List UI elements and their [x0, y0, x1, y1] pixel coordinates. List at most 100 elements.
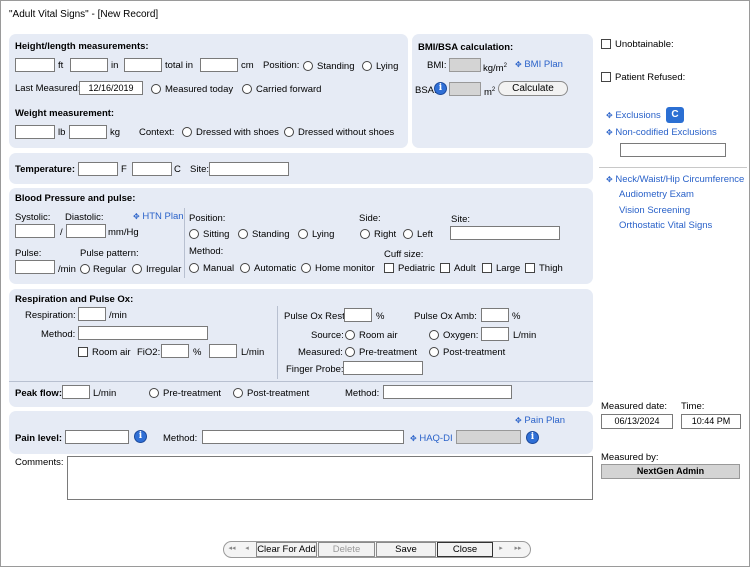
vision-screening-link[interactable]: Vision Screening — [619, 205, 691, 216]
regular-label: Regular — [93, 264, 127, 275]
bmi-unit: kg/m2 — [483, 63, 507, 75]
finger-probe-input[interactable] — [343, 361, 423, 375]
bp-lying-radio[interactable] — [298, 229, 308, 239]
respiration-input[interactable] — [78, 307, 106, 321]
f-unit: F — [121, 164, 127, 175]
pain-info-icon[interactable]: i — [134, 430, 147, 443]
home-monitor-radio[interactable] — [301, 263, 311, 273]
bsa-info-icon[interactable]: i — [434, 82, 447, 95]
pulse-ox-amb-input[interactable] — [481, 308, 509, 322]
pain-level-input[interactable] — [65, 430, 129, 444]
exclusions-link[interactable]: ✥ Exclusions — [606, 110, 661, 121]
room-air-checkbox[interactable] — [78, 347, 88, 357]
kg-unit: kg — [110, 127, 121, 138]
last-record-button[interactable]: ▸▸ — [514, 545, 522, 552]
pediatric-checkbox[interactable] — [384, 263, 394, 273]
pain-plan-link[interactable]: ✥ Pain Plan — [515, 415, 566, 426]
time-input[interactable]: 10:44 PM — [681, 414, 741, 429]
bp-site-input[interactable] — [450, 226, 560, 240]
source-label: Source: — [311, 330, 344, 341]
standing-radio[interactable] — [303, 61, 313, 71]
delete-button[interactable]: Delete — [318, 542, 375, 557]
standing-label: Standing — [317, 61, 355, 72]
total-in-unit: total in — [165, 60, 193, 71]
weight-kg-input[interactable] — [69, 125, 107, 139]
with-shoes-label: Dressed with shoes — [196, 127, 279, 138]
automatic-radio[interactable] — [240, 263, 250, 273]
bsa-label: BSA: — [415, 85, 437, 96]
pulse-ox-rest-input[interactable] — [344, 308, 372, 322]
comments-textarea[interactable] — [67, 456, 593, 500]
orthostatic-link[interactable]: Orthostatic Vital Signs — [619, 220, 713, 231]
fio2-lmin-unit: L/min — [241, 347, 265, 358]
manual-radio[interactable] — [189, 263, 199, 273]
oxygen-input[interactable] — [481, 327, 509, 341]
large-checkbox[interactable] — [482, 263, 492, 273]
next-record-button[interactable]: ▸ — [499, 545, 503, 552]
peak-flow-input[interactable] — [62, 385, 90, 399]
unobtainable-checkbox[interactable] — [601, 39, 611, 49]
height-total-in-input[interactable] — [124, 58, 162, 72]
lying-radio[interactable] — [362, 61, 372, 71]
neck-waist-hip-link[interactable]: ✥ Neck/Waist/Hip Circumference — [606, 174, 745, 185]
lying-label: Lying — [376, 61, 399, 72]
thigh-checkbox[interactable] — [525, 263, 535, 273]
haq-di-info-icon[interactable]: i — [526, 431, 539, 444]
save-button[interactable]: Save — [376, 542, 436, 557]
patient-refused-checkbox[interactable] — [601, 72, 611, 82]
pulse-input[interactable] — [15, 260, 55, 274]
audiometry-link[interactable]: Audiometry Exam — [619, 189, 694, 200]
with-shoes-radio[interactable] — [182, 127, 192, 137]
systolic-input[interactable] — [15, 224, 55, 238]
htn-plan-link[interactable]: ✥ HTN Plan — [133, 211, 184, 222]
adult-checkbox[interactable] — [440, 263, 450, 273]
measured-today-radio[interactable] — [151, 84, 161, 94]
fio2-lmin-input[interactable] — [209, 344, 237, 358]
carried-forward-radio[interactable] — [242, 84, 252, 94]
irregular-label: Irregular — [146, 264, 182, 275]
resp-method-input[interactable] — [78, 326, 208, 340]
first-record-button[interactable]: ◂◂ — [228, 545, 236, 552]
peak-method-input[interactable] — [383, 385, 512, 399]
irregular-radio[interactable] — [132, 264, 142, 274]
temp-site-input[interactable] — [209, 162, 289, 176]
source-room-air-radio[interactable] — [345, 330, 355, 340]
without-shoes-radio[interactable] — [284, 127, 294, 137]
height-cm-input[interactable] — [200, 58, 238, 72]
temp-f-input[interactable] — [78, 162, 118, 176]
side-divider — [599, 167, 747, 168]
bp-standing-radio[interactable] — [238, 229, 248, 239]
bmi-plan-link[interactable]: ✥ BMI Plan — [515, 59, 563, 70]
height-ft-input[interactable] — [15, 58, 55, 72]
diastolic-input[interactable] — [66, 224, 106, 238]
measured-date-input[interactable]: 06/13/2024 — [601, 414, 673, 429]
clear-for-add-button[interactable]: Clear For Add — [256, 542, 317, 557]
pain-method-input[interactable] — [202, 430, 404, 444]
temp-c-input[interactable] — [132, 162, 172, 176]
oxygen-radio[interactable] — [429, 330, 439, 340]
haq-di-link[interactable]: ✥ HAQ-DI — [410, 433, 453, 444]
position-label: Position: — [263, 60, 300, 71]
prev-record-button[interactable]: ◂ — [245, 545, 249, 552]
bp-site-label: Site: — [451, 214, 471, 225]
weight-lb-input[interactable] — [15, 125, 55, 139]
peak-post-treatment-radio[interactable] — [233, 388, 243, 398]
measured-date-label: Measured date: — [601, 401, 668, 412]
bp-lying-label: Lying — [312, 229, 335, 240]
height-in-input[interactable] — [70, 58, 108, 72]
noncodified-exclusions-link[interactable]: ✥ Non-codified Exclusions — [606, 127, 717, 138]
exclusions-app-icon[interactable]: C — [666, 107, 684, 123]
lb-unit: lb — [58, 127, 66, 138]
fio2-input[interactable] — [161, 344, 189, 358]
calculate-button[interactable]: Calculate — [498, 81, 568, 96]
regular-radio[interactable] — [80, 264, 90, 274]
resp-method-label: Method: — [41, 329, 76, 340]
right-radio[interactable] — [360, 229, 370, 239]
post-treatment-radio[interactable] — [429, 347, 439, 357]
sitting-radio[interactable] — [189, 229, 199, 239]
close-button[interactable]: Close — [437, 542, 493, 557]
left-radio[interactable] — [403, 229, 413, 239]
noncodified-exclusions-input[interactable] — [620, 143, 726, 157]
pre-treatment-radio[interactable] — [345, 347, 355, 357]
peak-pre-treatment-radio[interactable] — [149, 388, 159, 398]
